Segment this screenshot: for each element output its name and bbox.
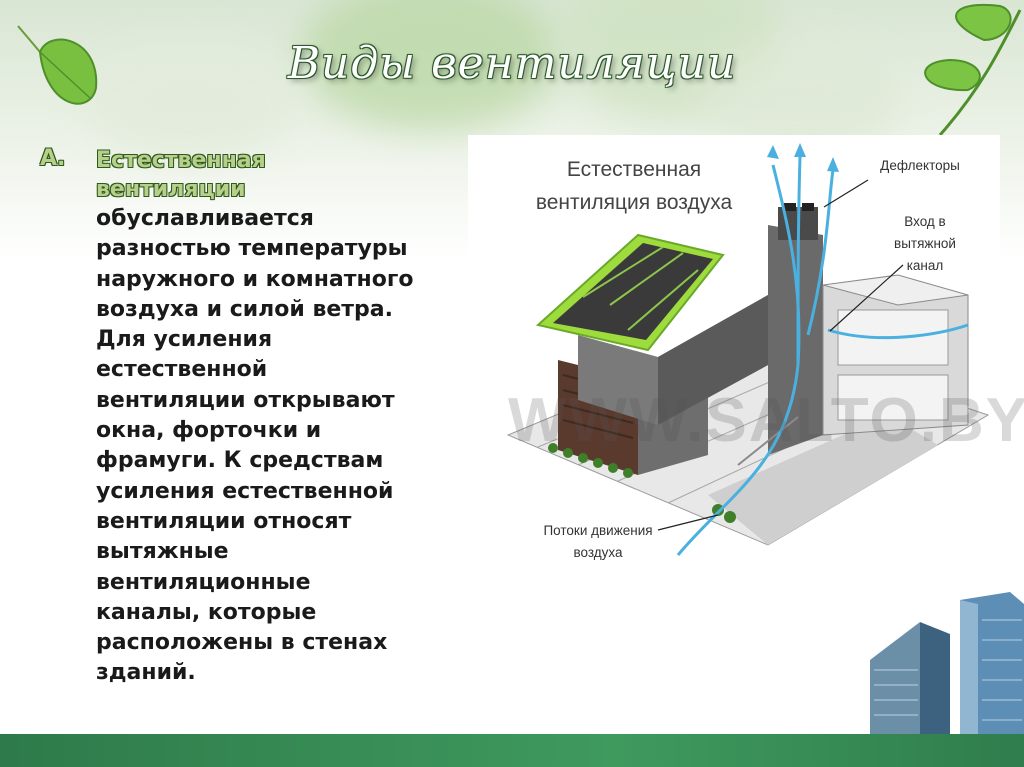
label-exhaust-inlet: Вход в вытяжной канал	[894, 214, 956, 273]
item-body: обуславливается разностью температуры на…	[96, 206, 414, 686]
item-marker: А.	[40, 146, 66, 171]
diagram-title: Естественная вентиляция воздуха	[535, 158, 733, 214]
bottom-band	[0, 734, 1024, 767]
bokeh-blob	[80, 40, 300, 160]
branch-icon	[924, 4, 1022, 136]
bokeh-blob	[300, 0, 560, 130]
slide-title: Виды вентиляции	[287, 38, 737, 89]
ventilation-diagram: WWW.SALTO.BY Естественная вентиляция воз…	[468, 135, 1024, 575]
leaf-icon	[17, 25, 98, 105]
skyscrapers-icon	[870, 592, 1024, 740]
item-heading: Естественная вентиляции	[96, 148, 266, 202]
label-airflows: Потоки движения воздуха	[543, 523, 653, 560]
house-illustration	[506, 143, 990, 556]
label-deflectors: Дефлекторы	[880, 158, 960, 173]
watermark: WWW.SALTO.BY	[508, 386, 1024, 455]
